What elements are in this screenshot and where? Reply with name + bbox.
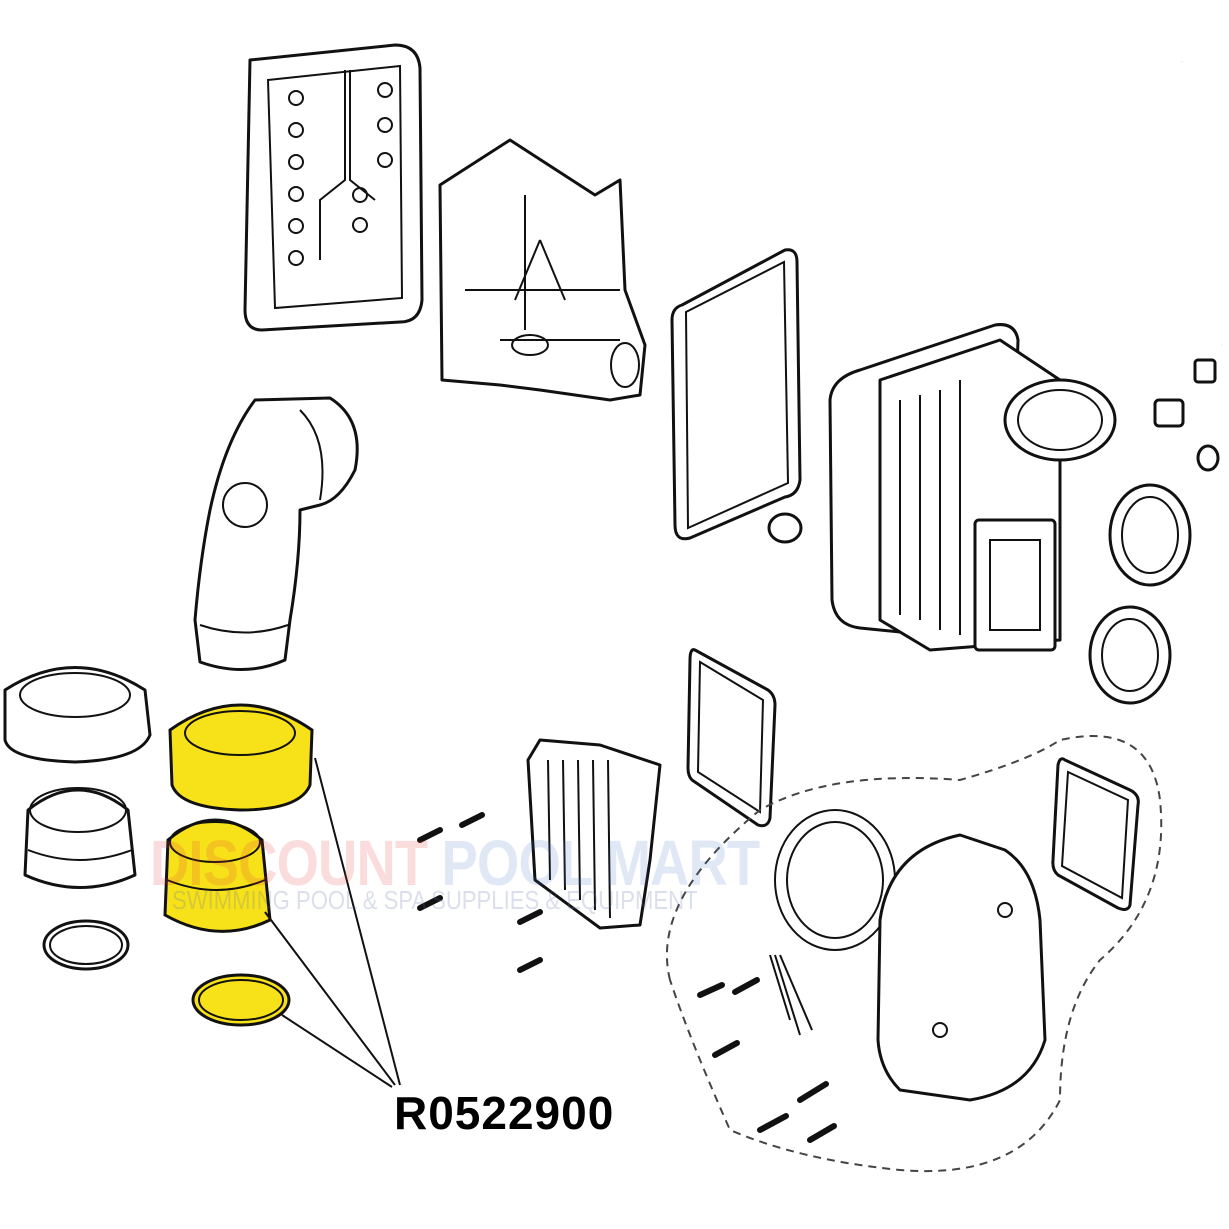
part-number-label: R0522900 (394, 1087, 615, 1139)
large-gasket (670, 248, 802, 541)
small-gasket (686, 648, 777, 828)
union-nut-yellow[interactable] (168, 703, 314, 812)
screws (417, 812, 837, 1143)
motor-bracket (438, 138, 647, 402)
kit-dashed-outline (665, 735, 1163, 1173)
drain-plug (767, 512, 803, 544)
heat-sink (526, 738, 662, 930)
cell-cover (769, 809, 1047, 1102)
watermark-brand: DISCOUNT POOL MART (150, 826, 761, 900)
valve-body (828, 323, 1192, 705)
kit-gasket (1051, 757, 1140, 911)
watermark-tagline: SWIMMING POOL & SPA SUPPLIES & EQUIPMENT (172, 885, 698, 915)
o-ring-gray (42, 919, 130, 971)
watermark-brand-secondary: POOL MART (441, 827, 761, 899)
union-nut-gray (3, 666, 152, 764)
union-tail-yellow[interactable] (163, 818, 272, 933)
leader-lines (264, 757, 401, 1088)
union-o-ring-yellow[interactable] (191, 973, 291, 1027)
watermark-brand-primary: DISCOUNT (150, 827, 428, 899)
back-plate (243, 43, 424, 332)
tube-rod (1072, 60, 1224, 472)
union-tail-gray (23, 787, 137, 889)
elbow-pipe (193, 396, 359, 671)
